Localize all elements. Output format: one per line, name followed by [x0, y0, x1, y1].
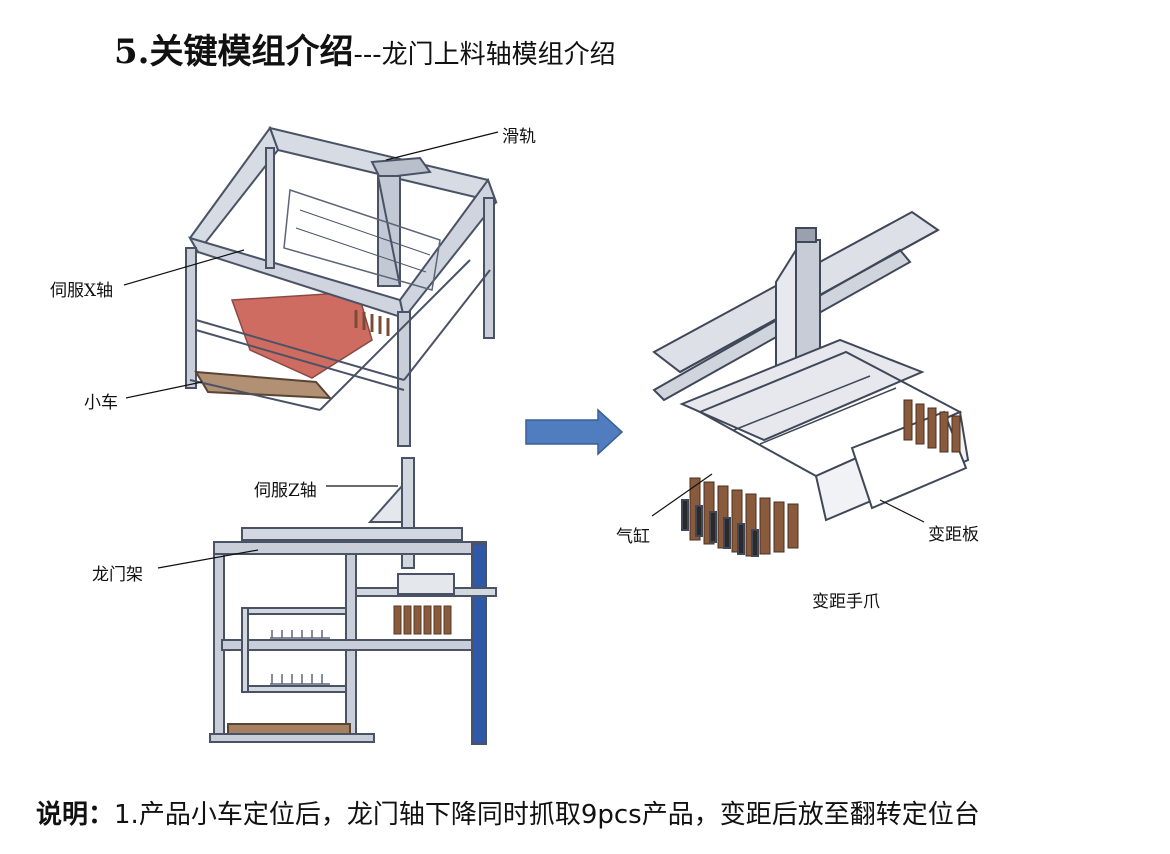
process-arrow	[525, 408, 624, 456]
gantry-front-drawing	[209, 457, 497, 745]
iso-gripper-fingers	[354, 310, 390, 336]
front-gripper-fingers	[393, 605, 452, 635]
cart	[194, 370, 333, 400]
label-gantry-frame: 龙门架	[92, 565, 143, 585]
pitch-gripper-drawing	[652, 210, 970, 557]
label-pitch-plate: 变距板	[928, 525, 979, 545]
label-servo-z: 伺服Z轴	[254, 481, 317, 501]
air-cylinders	[681, 499, 759, 557]
label-air-cylinder: 气缸	[616, 527, 650, 547]
leader-lines	[123, 131, 925, 569]
description-note: 说明：1.产品小车定位后，龙门轴下降同时抓取9pcs产品，变距后放至翻转定位台	[36, 794, 980, 831]
title-sub: ---龙门上料轴模组介绍	[353, 40, 616, 70]
page-title: 5.关键模组介绍---龙门上料轴模组介绍	[114, 24, 616, 73]
blue-post	[471, 543, 487, 745]
gantry-isometric-drawing	[185, 125, 498, 447]
label-slide-rail: 滑轨	[502, 127, 536, 147]
front-trays	[270, 630, 330, 685]
label-cart: 小车	[84, 393, 118, 413]
pitch-plate	[850, 410, 968, 510]
title-main: 5.关键模组介绍	[114, 32, 354, 72]
label-servo-x: 伺服X轴	[50, 281, 114, 301]
note-text: 1.产品小车定位后，龙门轴下降同时抓取9pcs产品，变距后放至翻转定位台	[114, 800, 980, 830]
label-pitch-gripper: 变距手爪	[812, 592, 880, 612]
note-prefix: 说明：	[36, 800, 115, 830]
